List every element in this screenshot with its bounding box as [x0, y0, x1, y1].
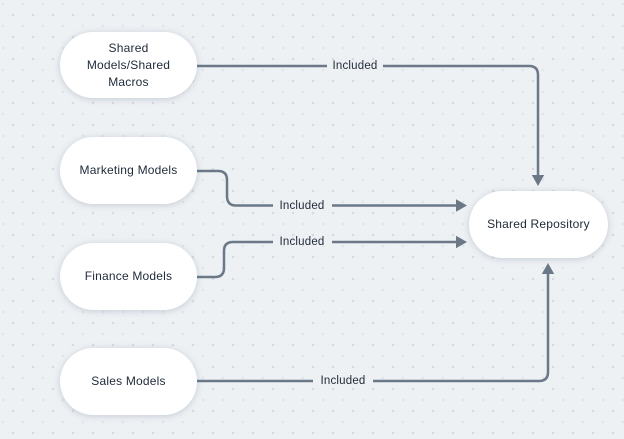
node-label-line: Shared	[108, 40, 149, 55]
arrowhead-right-icon	[456, 235, 467, 249]
edge-finance-to-repository	[197, 235, 467, 279]
node-label-line: Macros	[108, 74, 149, 89]
node-shared-repository: Shared Repository	[469, 191, 608, 258]
node-marketing-models: Marketing Models	[60, 137, 197, 204]
arrowhead-down-icon	[531, 175, 545, 186]
node-label: Marketing Models	[79, 163, 178, 177]
edge-label-included-3: Included	[279, 236, 325, 248]
node-shared-models-macros: Shared Models/Shared Macros	[60, 32, 197, 98]
node-sales-models: Sales Models	[60, 348, 197, 415]
arrowhead-up-icon	[541, 263, 555, 274]
node-label: Finance Models	[84, 269, 173, 283]
node-finance-models: Finance Models	[60, 243, 197, 310]
edge-label-included-1: Included	[332, 60, 378, 72]
edge-label-included-4: Included	[320, 375, 366, 387]
edge-label-included-2: Included	[279, 199, 325, 212]
edge-marketing-to-repository	[197, 169, 467, 212]
edge-shared-models-to-repository	[197, 64, 545, 186]
arrowhead-right-icon	[456, 199, 467, 212]
edge-sales-to-repository	[197, 263, 555, 383]
node-label: Sales Models	[91, 374, 166, 388]
node-label-line: Models/Shared	[86, 57, 171, 72]
node-label: Shared Repository	[487, 217, 590, 231]
